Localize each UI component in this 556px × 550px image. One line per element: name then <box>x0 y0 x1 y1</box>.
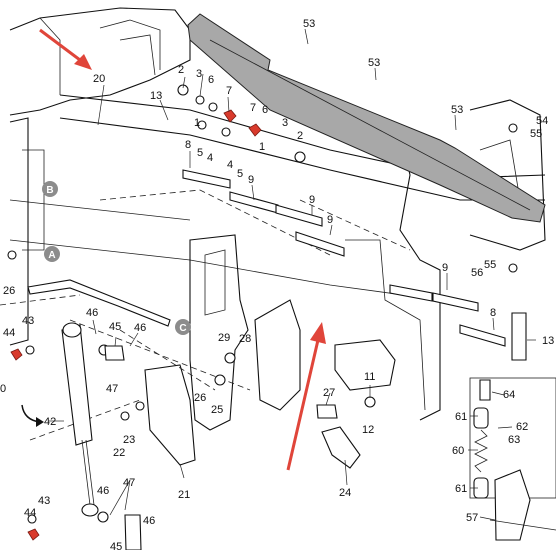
part-label-54: 54 <box>536 115 548 127</box>
part-label-6b: 6 <box>262 104 268 116</box>
part-label-9c: 9 <box>327 214 333 226</box>
part-label-6: 6 <box>208 74 214 86</box>
part-label-23: 23 <box>123 434 135 446</box>
part-label-7b: 7 <box>250 102 256 114</box>
part-label-9d: 9 <box>442 262 448 274</box>
callout-b: B <box>42 181 58 197</box>
part-label-13: 13 <box>150 90 162 102</box>
fasteners <box>7 84 518 524</box>
callout-b-label: B <box>46 185 53 196</box>
part-label-26b: 26 <box>194 392 206 404</box>
part-label-64: 64 <box>503 389 515 401</box>
part-label-5b: 5 <box>237 168 243 180</box>
part-label-7: 7 <box>226 85 232 97</box>
part-label-46d: 46 <box>143 515 155 527</box>
part-label-46b: 46 <box>134 322 146 334</box>
part-label-43a: 43 <box>22 315 34 327</box>
part-label-61a: 61 <box>455 411 467 423</box>
direction-arrow-head <box>36 417 44 427</box>
part-label-47b: 47 <box>123 477 135 489</box>
part-label-55a: 55 <box>530 128 542 140</box>
part-label-28: 28 <box>239 333 251 345</box>
part-label-44b: 44 <box>24 507 36 519</box>
leader-lines <box>48 28 536 521</box>
part-label-11: 11 <box>364 371 375 383</box>
plate-53 <box>187 13 546 223</box>
part-label-56: 56 <box>471 267 483 279</box>
callout-c: C <box>175 319 191 335</box>
part-label-24: 24 <box>339 487 351 499</box>
part-label-20: 20 <box>93 73 105 85</box>
callout-c-label: C <box>179 323 186 334</box>
part-label-42: 42 <box>44 416 56 428</box>
link-26 <box>27 279 171 327</box>
part-label-46c: 46 <box>97 485 109 497</box>
part-label-53b: 53 <box>368 57 380 69</box>
part-label-3: 3 <box>196 68 202 80</box>
part-label-29: 29 <box>218 332 230 344</box>
part-label-45b: 45 <box>110 541 122 550</box>
part-label-55b: 55 <box>484 259 496 271</box>
part-label-45a: 45 <box>109 321 121 333</box>
part-label-9a: 9 <box>248 174 254 186</box>
part-label-9b: 9 <box>309 194 315 206</box>
part-label-8b: 8 <box>490 307 496 319</box>
part-label-4: 4 <box>207 152 213 164</box>
red-arrows <box>39 28 326 471</box>
part-label-2: 2 <box>178 64 184 76</box>
part-label-4b: 4 <box>227 159 233 171</box>
part-label-22: 22 <box>113 447 125 459</box>
highlighted-parts <box>10 109 262 541</box>
part-label-3b: 3 <box>282 117 288 129</box>
part-label-5: 5 <box>197 147 203 159</box>
part-label-26a: 26 <box>3 285 15 297</box>
part-label-2b: 2 <box>297 130 303 142</box>
part-labels: 20 2 3 6 7 13 1 5 4 7 6 3 2 1 4 5 8 9 9 … <box>0 18 554 550</box>
part-label-8: 8 <box>185 139 191 151</box>
part-label-53a: 53 <box>303 18 315 30</box>
part-label-13b: 13 <box>542 335 554 347</box>
part-label-63: 63 <box>508 434 520 446</box>
part-label-46a: 46 <box>86 307 98 319</box>
callout-a-label: A <box>48 250 55 261</box>
part-label-25: 25 <box>211 404 223 416</box>
part-label-62: 62 <box>516 421 528 433</box>
part-label-47a: 47 <box>106 383 118 395</box>
part-label-43b: 43 <box>38 495 50 507</box>
part-label-1b: 1 <box>259 141 265 153</box>
spring-assembly <box>469 377 556 541</box>
part-label-60: 60 <box>452 445 464 457</box>
callout-a: A <box>44 246 60 262</box>
shafts-and-pins <box>104 345 361 550</box>
part-label-27: 27 <box>323 387 335 399</box>
cylinder-42 <box>61 322 99 517</box>
part-label-12: 12 <box>362 424 374 436</box>
bar-parts <box>182 169 527 361</box>
part-label-57: 57 <box>466 512 478 524</box>
part-label-61b: 61 <box>455 483 467 495</box>
part-label-0: 0 <box>0 383 6 395</box>
part-label-53c: 53 <box>451 104 463 116</box>
part-label-44a: 44 <box>3 327 15 339</box>
part-label-21: 21 <box>178 489 190 501</box>
part-label-1: 1 <box>194 117 200 129</box>
